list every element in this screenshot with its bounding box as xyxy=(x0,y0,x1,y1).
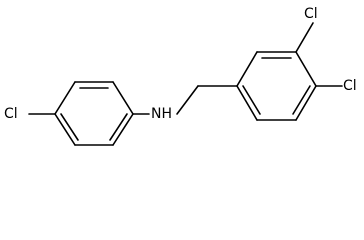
double-bond-ring1-b xyxy=(60,113,79,141)
nh-label: NH xyxy=(151,106,172,122)
bond-nh-to-ch2 xyxy=(176,85,199,115)
bond-ring1-1 xyxy=(54,81,76,115)
double-bond-ring2-b xyxy=(242,85,261,115)
cl-right-label: Cl xyxy=(343,78,357,94)
double-bond-ring2-c xyxy=(292,85,311,115)
right-ring xyxy=(236,51,317,121)
bond-ring2-3 xyxy=(295,51,317,87)
cl-left-label: Cl xyxy=(4,106,18,122)
structure-canvas: Cl NH Cl Cl xyxy=(4,6,357,146)
cl-top-label: Cl xyxy=(304,6,318,22)
bond-ring1-6 xyxy=(54,113,76,146)
molecule-diagram: Cl NH Cl Cl xyxy=(4,6,357,146)
bond-ring2-1 xyxy=(236,51,258,87)
bond-ring2-4 xyxy=(295,85,317,121)
bond-ring1-3 xyxy=(112,81,134,115)
bond-ring1-4 xyxy=(112,113,134,146)
bond-ring2-6 xyxy=(236,85,258,121)
left-ring xyxy=(54,81,134,146)
bond-cl-top xyxy=(295,22,314,53)
double-bond-ring1-c xyxy=(109,113,128,141)
